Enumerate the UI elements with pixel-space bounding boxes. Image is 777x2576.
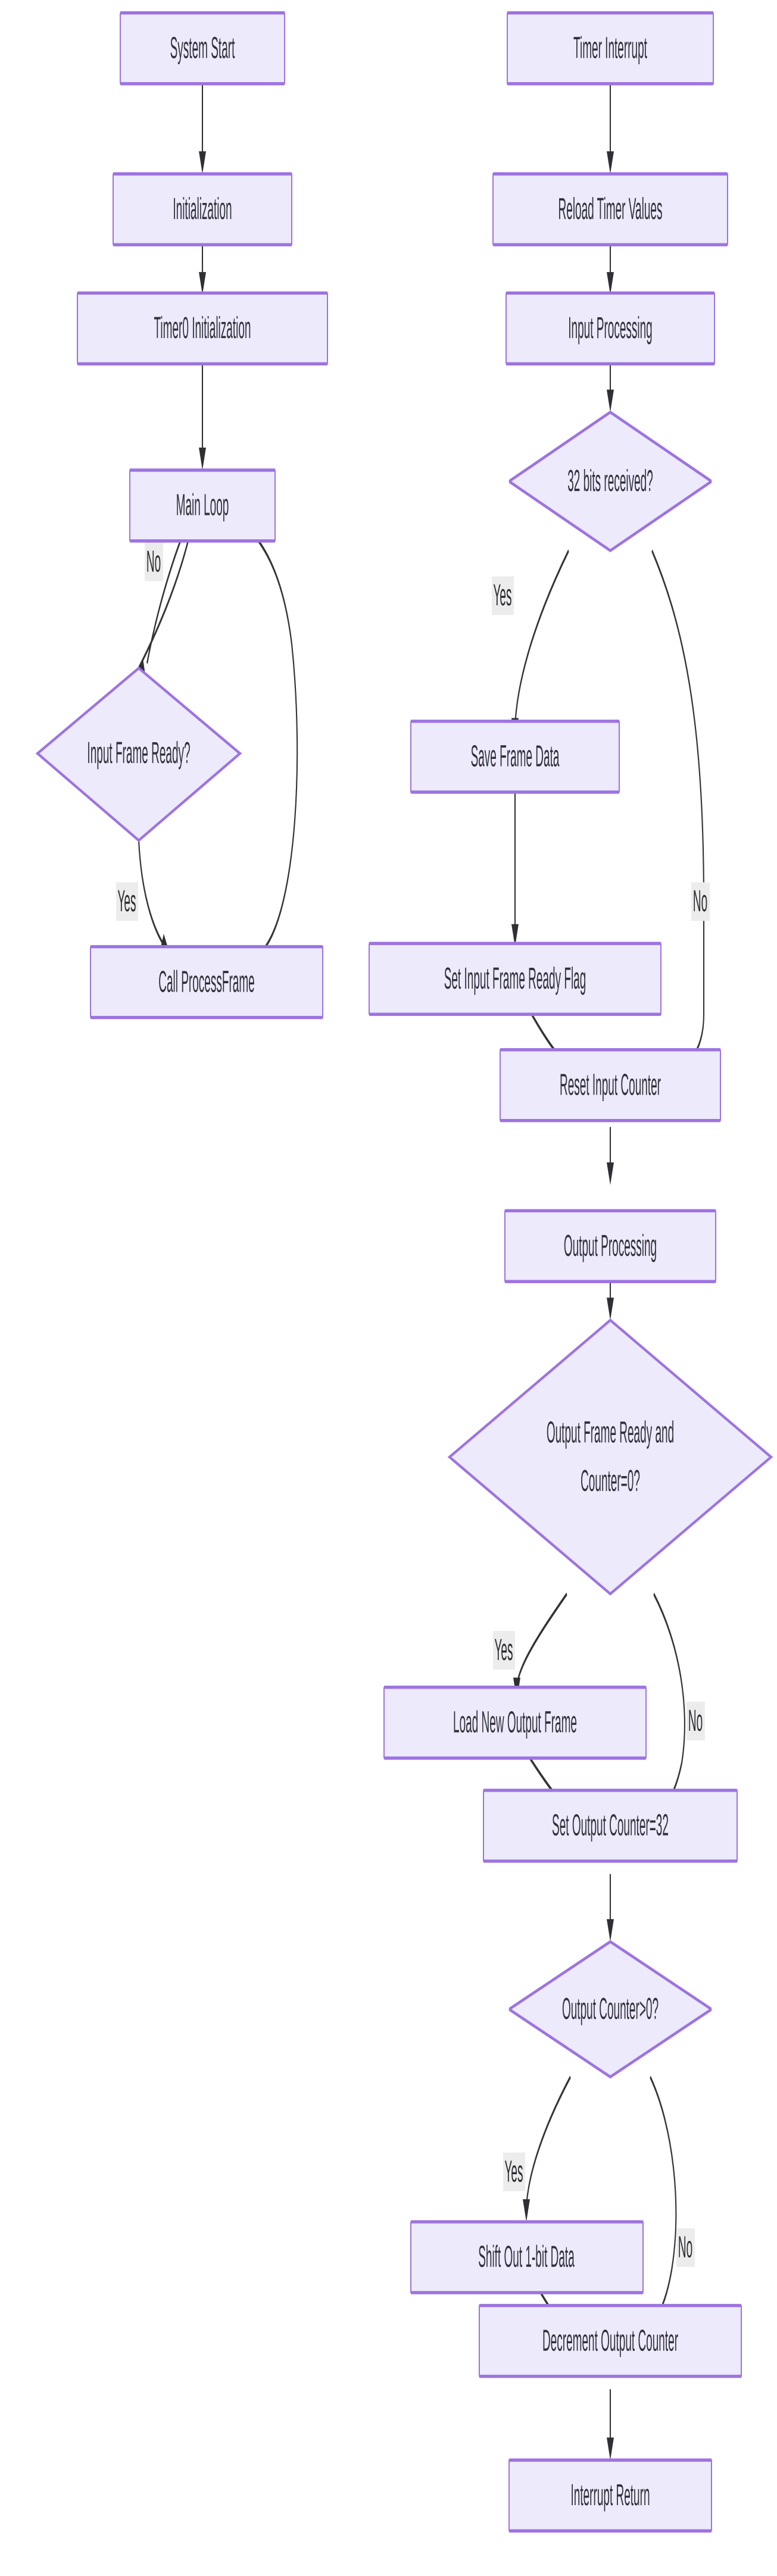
node-input-processing[interactable]: Input Processing (505, 291, 715, 366)
node-label-output-processing: Output Processing (564, 1229, 657, 1263)
edge-bits-received-to-save-frame-data-yes: Yes (492, 549, 569, 741)
node-label-call-processframe: Call ProcessFrame (158, 965, 254, 999)
node-reset-input-counter[interactable]: Reset Input Counter (500, 1048, 721, 1123)
node-label-timer0-initialization: Timer0 Initialization (154, 311, 251, 345)
node-label-initialization: Initialization (173, 192, 232, 226)
node-label-save-frame-data: Save Frame Data (471, 740, 560, 774)
edge-label-bg-no-output-frame (686, 1702, 705, 1741)
edge-label-no-input-frame: No (146, 545, 161, 579)
edge-label-bg-no-bits-received (691, 882, 710, 921)
node-bits-received[interactable]: 32 bits received? (508, 410, 712, 552)
node-label-system-start: System Start (170, 31, 235, 65)
edge-label-no-output-frame: No (688, 1704, 703, 1738)
node-label-input-processing: Input Processing (568, 311, 652, 345)
node-label-output-counter-gt-zero: Output Counter>0? (562, 1992, 659, 2026)
edge-save-frame-data-to-set-input-frame-flag (511, 792, 519, 947)
node-label-decrement-output-counter: Decrement Output Counter (542, 2324, 678, 2358)
node-label-main-loop: Main Loop (176, 489, 229, 523)
node-output-frame-ready[interactable]: Output Frame Ready and Counter=0? (447, 1318, 773, 1596)
node-decrement-output-counter[interactable]: Decrement Output Counter (479, 2303, 742, 2378)
edge-label-no-output-counter: No (678, 2230, 692, 2264)
node-label-timer-interrupt: Timer Interrupt (573, 31, 647, 65)
edge-label-bg-yes-bits-received (492, 576, 514, 615)
edge-call-processframe-to-main-loop (208, 496, 298, 949)
edge-label-bg-yes-output-frame (493, 1631, 515, 1670)
node-label-shift-out-bit: Shift Out 1-bit Data (478, 2240, 575, 2274)
node-label-input-frame-ready: Input Frame Ready? (87, 736, 190, 770)
node-label-output-frame-ready-line2: Counter=0? (581, 1464, 640, 1498)
node-label-set-input-frame-flag: Set Input Frame Ready Flag (444, 962, 586, 996)
edge-timer-interrupt-to-reload-timer-values (607, 80, 614, 174)
edge-input-frame-ready-to-call-processframe-yes: Yes (116, 840, 169, 952)
edge-reset-input-counter-to-output-processing (607, 1127, 614, 1185)
node-interrupt-return[interactable]: Interrupt Return (508, 2458, 712, 2533)
node-label-reset-input-counter: Reset Input Counter (560, 1068, 661, 1102)
node-set-output-counter[interactable]: Set Output Counter=32 (483, 1789, 738, 1863)
node-label-bits-received: 32 bits received? (567, 464, 653, 498)
node-output-counter-gt-zero[interactable]: Output Counter>0? (508, 1940, 712, 2079)
node-label-output-frame-ready-line1: Output Frame Ready and (547, 1416, 674, 1450)
node-initialization[interactable]: Initialization (113, 172, 292, 246)
node-layer: System Start Initialization Timer0 Initi… (35, 11, 773, 2533)
edge-label-yes-output-counter: Yes (505, 2155, 523, 2189)
node-label-load-new-output-frame: Load New Output Frame (453, 1706, 577, 1740)
edge-label-yes-input-frame: Yes (118, 884, 136, 918)
edge-output-counter-gt-zero-to-shift-out-bit-yes: Yes (503, 2075, 571, 2222)
node-call-processframe[interactable]: Call ProcessFrame (90, 945, 323, 1020)
node-reload-timer-values[interactable]: Reload Timer Values (492, 172, 728, 246)
edge-output-frame-ready-to-load-new-output-frame-yes: Yes (493, 1592, 567, 1700)
node-timer-interrupt[interactable]: Timer Interrupt (507, 11, 714, 86)
node-label-reload-timer-values: Reload Timer Values (558, 192, 663, 226)
edge-system-start-to-initialization (199, 80, 206, 174)
edge-label-no-bits-received: No (693, 884, 707, 918)
node-load-new-output-frame[interactable]: Load New Output Frame (383, 1686, 647, 1760)
edge-label-bg-yes-output-counter (503, 2152, 525, 2192)
node-label-interrupt-return: Interrupt Return (570, 2478, 650, 2512)
edge-label-bg-yes-input-frame (116, 882, 138, 921)
node-main-loop[interactable]: Main Loop (129, 468, 276, 543)
edge-label-bg-no-output-counter (676, 2228, 695, 2267)
edge-decrement-output-counter-to-interrupt-return (607, 2389, 614, 2461)
node-label-set-output-counter: Set Output Counter=32 (552, 1809, 669, 1843)
edge-set-output-counter-to-output-counter-gt-zero (607, 1874, 614, 1942)
node-system-start[interactable]: System Start (120, 11, 285, 86)
node-input-frame-ready[interactable]: Input Frame Ready? (35, 666, 242, 842)
edge-label-yes-output-frame: Yes (495, 1633, 513, 1667)
node-shift-out-bit[interactable]: Shift Out 1-bit Data (410, 2220, 644, 2294)
edge-label-yes-bits-received: Yes (494, 579, 512, 612)
edge-input-frame-ready-to-main-loop-no: No (145, 507, 194, 664)
edge-label-bg-no-input-frame (145, 542, 163, 582)
node-set-input-frame-flag[interactable]: Set Input Frame Ready Flag (369, 942, 661, 1016)
node-save-frame-data[interactable]: Save Frame Data (410, 720, 620, 794)
node-output-processing[interactable]: Output Processing (504, 1209, 716, 1283)
node-timer0-initialization[interactable]: Timer0 Initialization (77, 291, 328, 366)
